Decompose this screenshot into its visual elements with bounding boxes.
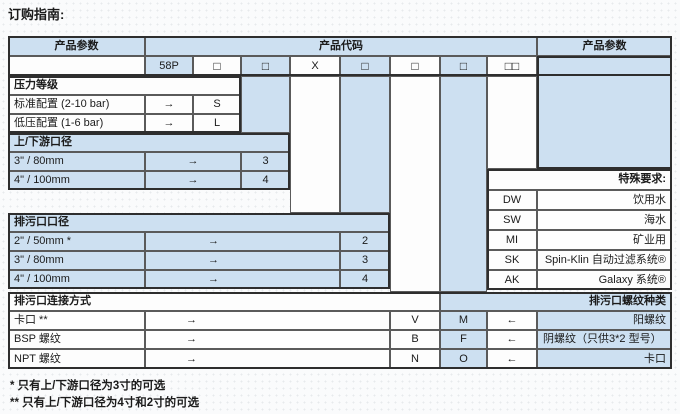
strip-col-blue-1 [241,76,290,133]
right-arrow-icon: → [145,330,390,349]
section-title-pressure: 压力等级 [8,76,241,95]
special-row-label: Galaxy 系统® [537,270,672,290]
strip-col-white-1 [290,76,340,213]
section-title-port: 上/下游口径 [8,133,290,152]
special-row-code: MI [487,230,537,250]
connection-row-code1: N [390,349,440,369]
footnote-2: ** 只有上/下游口径为4寸和2寸的可选 [10,397,200,409]
connection-row-label: 卡口 ** [8,311,145,330]
right-arrow-icon: → [145,152,241,171]
section-title-drain: 排污口口径 [8,213,390,232]
port-row-code: 3 [241,152,290,171]
pressure-row-code: L [193,114,241,133]
right-arrow-icon: → [145,232,340,251]
right-arrow-icon: → [145,251,340,270]
special-row-label: 矿业用 [537,230,672,250]
strip-col-blue-2 [340,76,390,213]
port-row-label: 4" / 100mm [8,171,145,190]
drain-row-label: 4" / 100mm [8,270,145,289]
header-product-params-right: 产品参数 [537,36,672,56]
thread-row-label: 阳螺纹 [537,311,672,330]
section-title-connection: 排污口连接方式 [8,292,440,311]
right-arrow-icon: → [145,95,193,114]
drain-row-code: 4 [340,270,390,289]
special-row-code: AK [487,270,537,290]
special-row-label: Spin-Klin 自动过滤系统® [537,250,672,270]
special-row-code: SW [487,210,537,230]
code-cell-box-2: □ [241,56,290,76]
thread-row-label: 卡口 [537,349,672,369]
connection-row-code1: V [390,311,440,330]
code-cell-box-4: □ [390,56,440,76]
left-arrow-icon: ← [487,311,537,330]
section-title-thread: 排污口螺纹种类 [440,292,672,311]
right-arrow-icon: → [145,171,241,190]
pressure-row-label: 标准配置 (2-10 bar) [8,95,145,114]
drain-row-label: 3" / 80mm [8,251,145,270]
special-row-code: SK [487,250,537,270]
special-row-label: 海水 [537,210,672,230]
port-row-code: 4 [241,171,290,190]
right-params-blank-cell [537,56,672,169]
drain-row-label: 2" / 50mm * [8,232,145,251]
code-cell-box-1: □ [193,56,241,76]
connection-row-code2: F [440,330,487,349]
pressure-row-code: S [193,95,241,114]
connection-row-code1: B [390,330,440,349]
special-row-code: DW [487,190,537,210]
right-arrow-icon: → [145,114,193,133]
code-row-empty-cell [8,56,145,76]
header-product-params-left: 产品参数 [8,36,145,56]
strip-col-white-2 [390,76,440,292]
thread-row-label: 阴螺纹（只供3*2 型号） [537,330,672,349]
connection-row-code2: O [440,349,487,369]
pressure-row-label: 低压配置 (1-6 bar) [8,114,145,133]
connection-row-label: BSP 螺纹 [8,330,145,349]
right-arrow-icon: → [145,349,390,369]
left-arrow-icon: ← [487,349,537,369]
section-title-special: 特殊要求: [487,169,672,190]
connection-row-code2: M [440,311,487,330]
right-arrow-icon: → [145,270,340,289]
code-cell-box-3: □ [340,56,390,76]
special-row-label: 饮用水 [537,190,672,210]
left-arrow-icon: ← [487,330,537,349]
header-product-code: 产品代码 [145,36,537,56]
strip-col-white-3 [487,76,537,169]
port-row-label: 3" / 80mm [8,152,145,171]
drain-row-code: 2 [340,232,390,251]
code-cell-58p: 58P [145,56,193,76]
page-title: 订购指南: [8,7,65,22]
drain-row-code: 3 [340,251,390,270]
strip-col-blue-3 [440,76,487,292]
code-cell-box-double: □□ [487,56,537,76]
footnote-1: * 只有上/下游口径为3寸的可选 [10,380,166,392]
code-cell-box-5: □ [440,56,487,76]
code-cell-x: X [290,56,340,76]
connection-row-label: NPT 螺纹 [8,349,145,369]
right-arrow-icon: → [145,311,390,330]
